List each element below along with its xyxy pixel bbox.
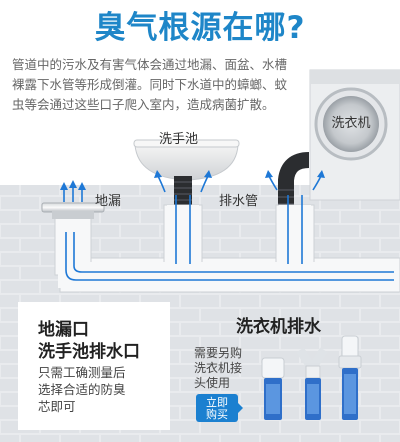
card-title-line: 洗手池排水口	[38, 342, 140, 362]
gas-flow-lines	[65, 195, 394, 281]
page-title: 臭气根源在哪?	[94, 10, 306, 46]
sink-basin	[133, 139, 240, 181]
card-title: 地漏口 洗手池排水口	[38, 319, 140, 363]
washer-drain-card: 洗衣机排水 需要另购 洗衣机接 头使用 立即 购买	[186, 302, 386, 430]
card-body: 只需工确测量后 选择合适的防臭 芯即可	[38, 364, 126, 415]
card-body-line: 芯即可	[38, 399, 76, 414]
floor-drain-label: 地漏	[95, 194, 122, 209]
drain-pipe-label: 排水管	[219, 194, 259, 209]
floor-drain-card: 地漏口 洗手池排水口 只需工确测量后 选择合适的防臭 芯即可	[18, 302, 170, 430]
card-title: 洗衣机排水	[236, 317, 321, 337]
sink-hose	[174, 176, 192, 210]
description-line: 裸露下水管等形成倒灌。同时下水道中的蟑螂、蚊	[12, 77, 288, 92]
card-title-line: 地漏口	[38, 320, 89, 340]
description: 管道中的污水及有害气体会通过地漏、面盆、水槽 裸露下水管等形成倒灌。同时下水道中…	[12, 55, 322, 115]
card-body-line: 选择合适的防臭	[38, 382, 126, 397]
description-line: 虫等会通过这些口子爬入室内，造成病菌扩散。	[12, 97, 275, 112]
floor-drain-cover	[41, 202, 105, 219]
card-body-line: 只需工确测量后	[38, 365, 126, 380]
washer-hose	[278, 152, 310, 212]
washing-machine	[309, 69, 400, 201]
buy-button-line[interactable]: 购买	[206, 408, 228, 421]
buy-now-button[interactable]: 立即 购买	[196, 394, 243, 422]
buy-button-line[interactable]: 立即	[206, 396, 228, 409]
card-note-line: 头使用	[194, 376, 231, 390]
card-note-line: 洗衣机接	[194, 361, 243, 375]
washer-connector-products	[261, 335, 362, 420]
washer-label: 洗衣机	[331, 116, 371, 131]
floor-drain-arrows	[60, 180, 86, 202]
sink-label: 洗手池	[159, 132, 199, 147]
card-note-line: 需要另购	[194, 346, 243, 360]
description-line: 管道中的污水及有害气体会通过地漏、面盆、水槽	[12, 57, 288, 72]
card-note: 需要另购 洗衣机接 头使用	[194, 346, 256, 391]
